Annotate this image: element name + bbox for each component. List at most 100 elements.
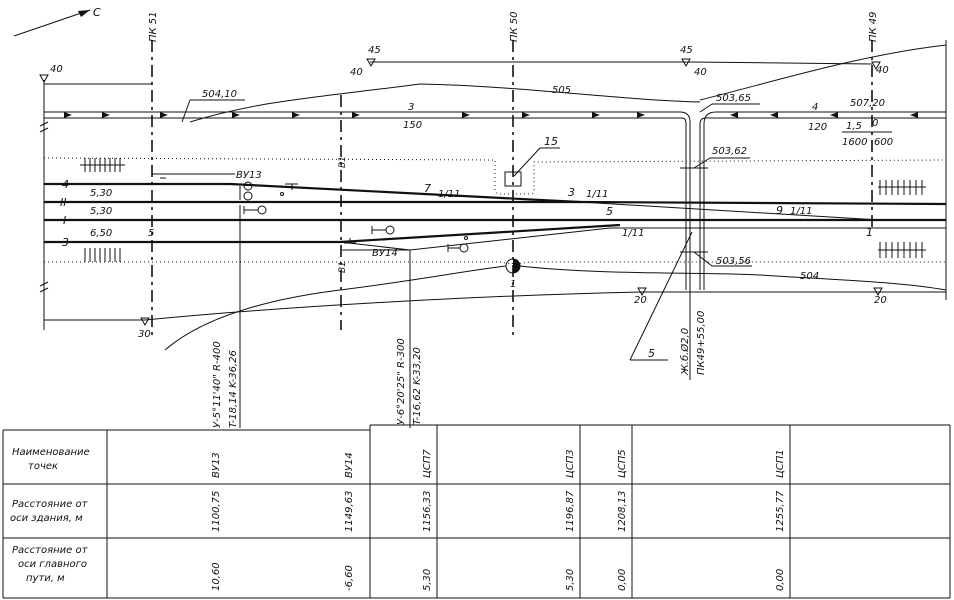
curve-note: T-16,62 K-33,20 — [412, 347, 423, 425]
curve-note: T-18,14 K-36,26 — [228, 350, 239, 428]
table-cell: 5,30 — [565, 569, 576, 591]
switch-label: 9 — [776, 204, 783, 217]
picket-note: Ж.б.Ø2,0 — [679, 328, 691, 376]
switch-label: 3 — [568, 186, 575, 199]
leader-label: 5 — [648, 347, 655, 360]
leader-line — [693, 157, 711, 169]
table-cell: 0,00 — [775, 569, 786, 591]
track-number: 4 — [62, 178, 69, 191]
elevation-label: 40 — [50, 64, 63, 75]
table-cell: 10,60 — [211, 562, 222, 591]
elevation-label: 20 — [634, 295, 647, 306]
break-mark — [39, 281, 49, 293]
table-cell: 1196,87 — [565, 490, 576, 532]
signal-label: ВУ14 — [372, 248, 398, 259]
contour-line — [44, 291, 946, 321]
elevation-label: 45 — [680, 45, 693, 56]
line-label: 5 — [148, 228, 154, 239]
elevation-marker — [39, 74, 49, 84]
north-label: С — [93, 6, 101, 19]
signal-label: ВУ13 — [236, 170, 262, 181]
table-cell: 1208,13 — [617, 491, 628, 532]
well-label: 1 — [510, 279, 516, 290]
elevation-label: 20 — [874, 295, 887, 306]
route-label: 505 — [552, 85, 571, 96]
elevation-marker — [366, 58, 376, 68]
contour-line-505 — [189, 83, 701, 123]
leader-line — [693, 251, 713, 267]
marker-dot — [464, 236, 468, 240]
contour-line — [164, 265, 507, 351]
track-line-upper — [44, 117, 687, 290]
table-cell: ВУ13 — [211, 452, 222, 478]
row-header: Расстояние от оси здания, м — [10, 499, 91, 524]
picket-label: ПК 50 — [509, 11, 520, 42]
section-label: В1 — [338, 261, 348, 273]
leader-line — [629, 231, 693, 361]
route-label: 507,20 — [850, 98, 885, 109]
spacing-label: 5,30 — [90, 188, 112, 199]
elevation-label: 30 — [138, 329, 151, 340]
leader-line — [181, 99, 191, 123]
track-number: I — [63, 214, 66, 227]
curve-note: У-5°11'40" R-400 — [212, 341, 223, 428]
signal-icon — [371, 225, 395, 235]
table-cell: 1149,63 — [344, 491, 355, 532]
elevation-marker — [140, 317, 150, 327]
table-cell: -6,60 — [344, 565, 355, 591]
leader-line — [513, 147, 541, 177]
route-label: 504,10 — [202, 89, 237, 100]
elevation-marker — [681, 58, 691, 68]
track-line-upper — [44, 111, 691, 290]
picket-label: ПК 49 — [868, 11, 879, 42]
table-cell: ЦСП3 — [565, 449, 576, 478]
switch-label: 1/11 — [790, 206, 812, 217]
line-label: 1,5 — [846, 121, 862, 132]
curve-note: У-6°20'25" R-300 — [396, 338, 407, 425]
track-number: 3 — [62, 236, 69, 249]
elevation-marker — [871, 61, 881, 71]
elevation-label: 45 — [368, 45, 381, 56]
line-label: 600 — [874, 137, 893, 148]
signal-icon — [447, 243, 469, 253]
switch-label: 5 — [606, 205, 613, 218]
signal-icon — [243, 205, 267, 215]
signal-icon — [239, 181, 253, 201]
platform-outline — [43, 157, 947, 195]
table-cell: 1100,75 — [211, 491, 222, 532]
well-icon-fill — [513, 259, 520, 273]
switch-label: 1 — [866, 226, 873, 239]
table-cell: 5,30 — [422, 569, 433, 591]
table-cell: ВУ14 — [344, 452, 355, 478]
track-line-upper — [703, 111, 946, 290]
siding-line — [409, 227, 946, 251]
route-label: 504 — [800, 271, 819, 282]
platform-hatch — [80, 158, 926, 262]
switch-label: 1/11 — [438, 189, 460, 200]
line-label: 150 — [403, 120, 422, 131]
buffer-stop — [344, 238, 356, 244]
line-label: 0 — [872, 118, 878, 129]
building-box — [504, 171, 522, 187]
table-cell: ЦСП5 — [617, 449, 628, 478]
leader-line — [699, 103, 713, 113]
row-header: Наименование точек — [12, 447, 93, 472]
route-label: 503,65 — [716, 93, 751, 104]
elevation-label: 40 — [694, 67, 707, 78]
north-arrow-icon — [13, 9, 91, 37]
table-cell: 0,00 — [617, 569, 628, 591]
platform-outline — [44, 261, 946, 264]
table-cell: 1255,77 — [775, 490, 786, 532]
elevation-marker — [873, 287, 883, 297]
spacing-label: 5,30 — [90, 206, 112, 217]
building-label: 15 — [544, 135, 558, 148]
track-II — [44, 200, 947, 206]
switch-label: 7 — [424, 182, 431, 195]
marker-dot — [280, 192, 284, 196]
switch-label: 1/11 — [586, 189, 608, 200]
track-4 — [44, 182, 581, 204]
track-number: II — [60, 196, 67, 209]
route-label: 503,56 — [716, 256, 751, 267]
contour-line — [370, 61, 873, 65]
crossover-line — [579, 201, 881, 221]
